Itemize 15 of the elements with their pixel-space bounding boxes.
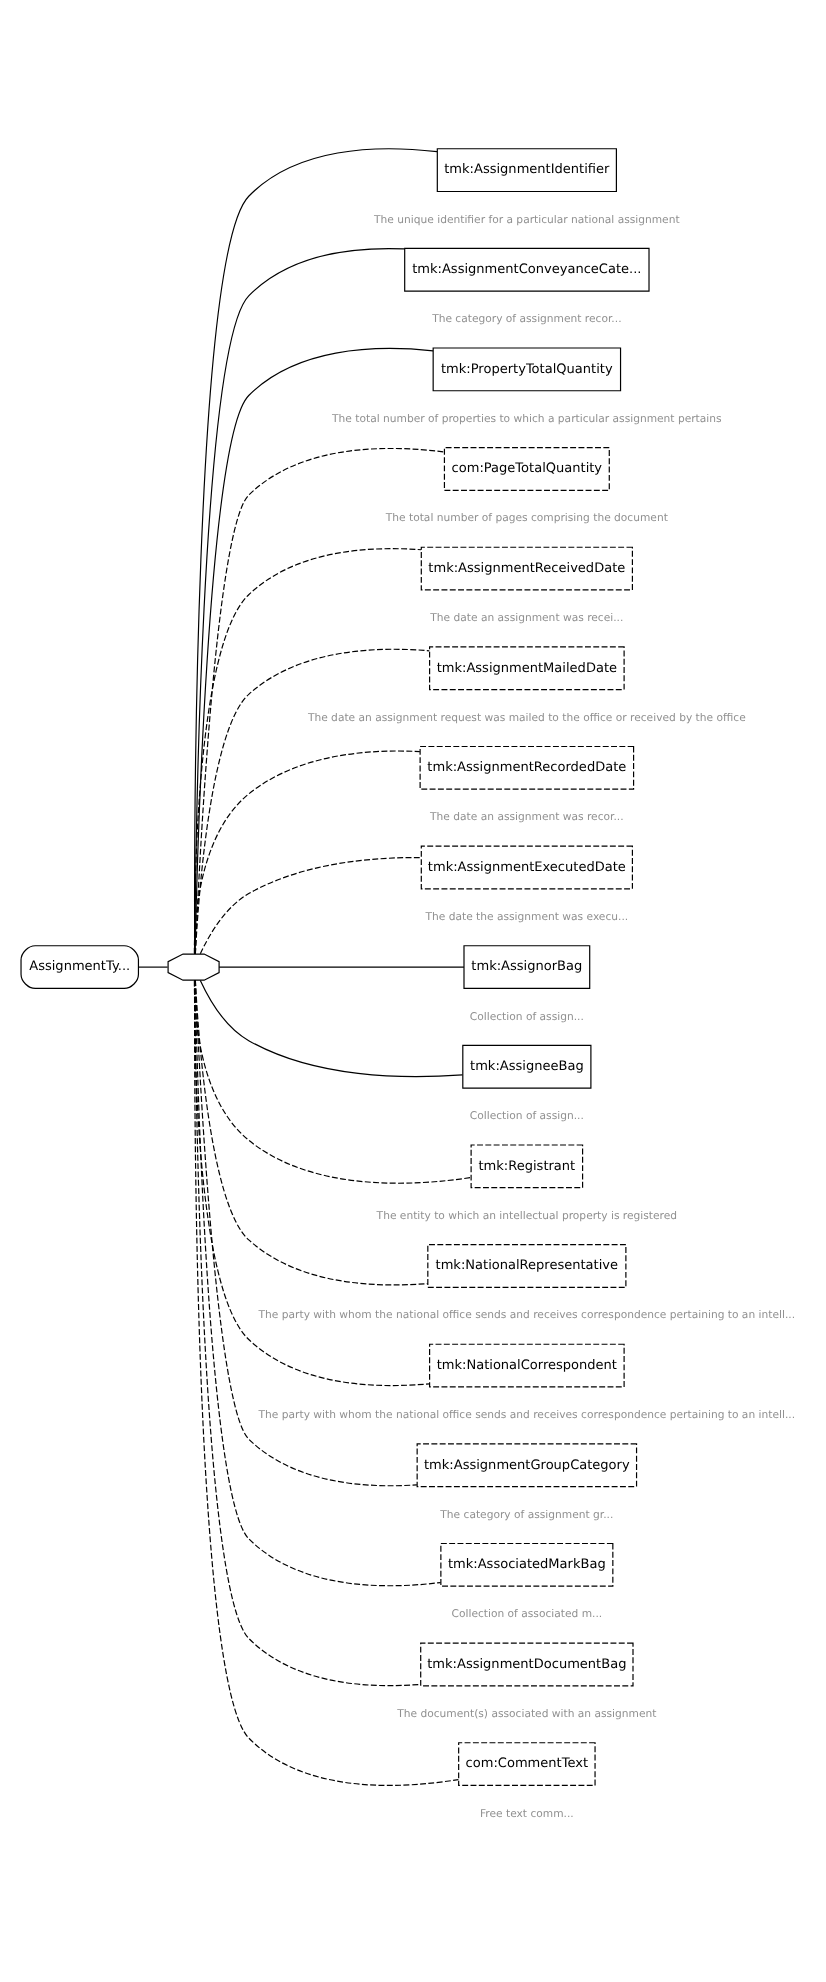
connector xyxy=(194,978,442,1586)
connector xyxy=(194,978,459,1786)
connector xyxy=(194,346,434,954)
connector xyxy=(199,978,464,1077)
connector xyxy=(193,749,421,954)
connector xyxy=(138,965,169,967)
connector xyxy=(194,647,430,954)
connector xyxy=(218,965,465,967)
connector xyxy=(194,979,422,1686)
connector xyxy=(199,855,422,954)
connector xyxy=(193,547,422,954)
connector xyxy=(193,979,472,1183)
connector xyxy=(194,147,438,954)
connector xyxy=(194,446,446,954)
node-octagon xyxy=(167,952,220,980)
